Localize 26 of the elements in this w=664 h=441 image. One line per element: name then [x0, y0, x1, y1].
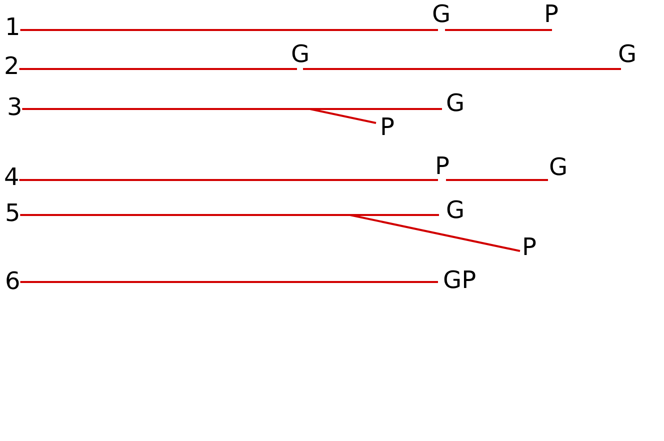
- connector-line: [20, 214, 520, 252]
- connector-line: [445, 29, 552, 31]
- letter-label: G: [446, 89, 465, 117]
- connector-line: [20, 281, 438, 283]
- letter-label: G: [446, 196, 465, 224]
- connector-line: [20, 29, 438, 31]
- letter-label: G: [549, 153, 568, 181]
- row-number: 6: [5, 267, 20, 295]
- row-number: 3: [7, 93, 22, 121]
- letter-label: GP: [443, 266, 476, 294]
- row-number: 1: [5, 13, 20, 41]
- letter-label: P: [544, 0, 558, 28]
- letter-label: G: [291, 40, 310, 68]
- letter-label: G: [618, 40, 637, 68]
- letter-label: P: [435, 152, 450, 180]
- connector-line: [446, 179, 548, 181]
- row-number: 2: [4, 52, 20, 80]
- letter-label: P: [522, 233, 536, 261]
- letter-label: G: [432, 0, 451, 28]
- connector-line: [22, 108, 376, 124]
- row-number: 4: [4, 163, 20, 191]
- connector-line: [303, 68, 621, 70]
- connector-line: [19, 68, 297, 70]
- connector-line: [19, 179, 438, 181]
- letter-label: P: [380, 113, 394, 141]
- row-number: 5: [5, 199, 20, 227]
